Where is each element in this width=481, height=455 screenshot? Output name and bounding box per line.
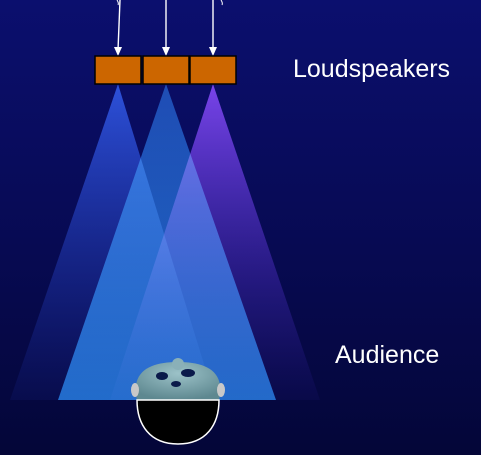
speaker-left [94, 55, 142, 85]
loudspeaker-array [94, 55, 237, 85]
sound-beams [10, 84, 320, 400]
arrow-down-icon [162, 0, 170, 56]
audience-label: Audience [335, 341, 440, 369]
speaker-middle [142, 55, 190, 85]
loudspeakers-label: Loudspeakers [293, 55, 451, 83]
speaker-right [189, 55, 237, 85]
arrow-down-icon [114, 0, 122, 56]
input-arrows [114, 0, 223, 56]
listener-head-icon [131, 358, 225, 445]
beam-middle [58, 84, 276, 400]
arrow-down-icon [209, 0, 217, 56]
